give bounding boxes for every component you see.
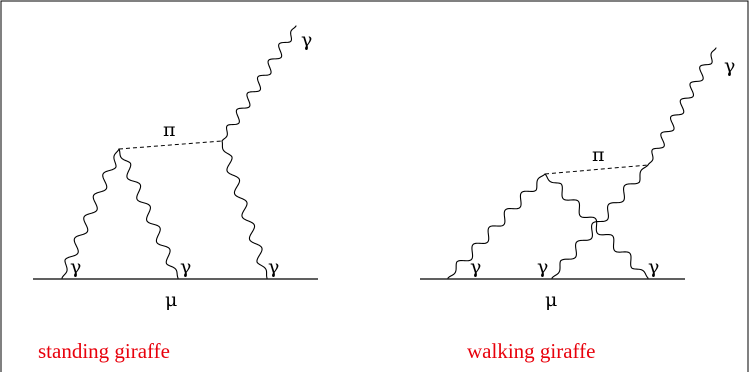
pion-line-1 (118, 140, 223, 150)
photon-label-1c: γ (268, 256, 279, 278)
walking-giraffe-diagram: γ γ γ π γ μ (420, 47, 735, 311)
photon-line-2b (544, 173, 649, 279)
photon-line-2a (447, 173, 546, 279)
muon-label-2: μ (545, 289, 557, 311)
outgoing-photon-label-2: γ (724, 55, 735, 77)
outgoing-photon-label-1: γ (301, 29, 312, 51)
photon-line-1b (118, 148, 179, 279)
photon-line-1c (221, 140, 268, 279)
pion-line-2 (544, 164, 649, 175)
outgoing-photon-1 (221, 25, 297, 142)
photon-label-1b: γ (180, 256, 191, 278)
pion-label-1: π (163, 119, 176, 141)
muon-label-1: μ (165, 289, 177, 311)
pion-label-2: π (592, 144, 605, 166)
photon-label-2c: γ (648, 256, 659, 278)
outgoing-photon-2 (647, 47, 717, 166)
caption-walking-giraffe: walking giraffe (467, 339, 595, 363)
photon-line-2c (551, 164, 649, 279)
standing-giraffe-diagram: γ γ γ π γ μ (33, 25, 318, 311)
photon-label-2b: γ (537, 256, 548, 278)
photon-label-2a: γ (470, 256, 481, 278)
photon-line-1a (61, 148, 120, 279)
photon-label-1a: γ (70, 256, 81, 278)
caption-standing-giraffe: standing giraffe (38, 339, 170, 363)
